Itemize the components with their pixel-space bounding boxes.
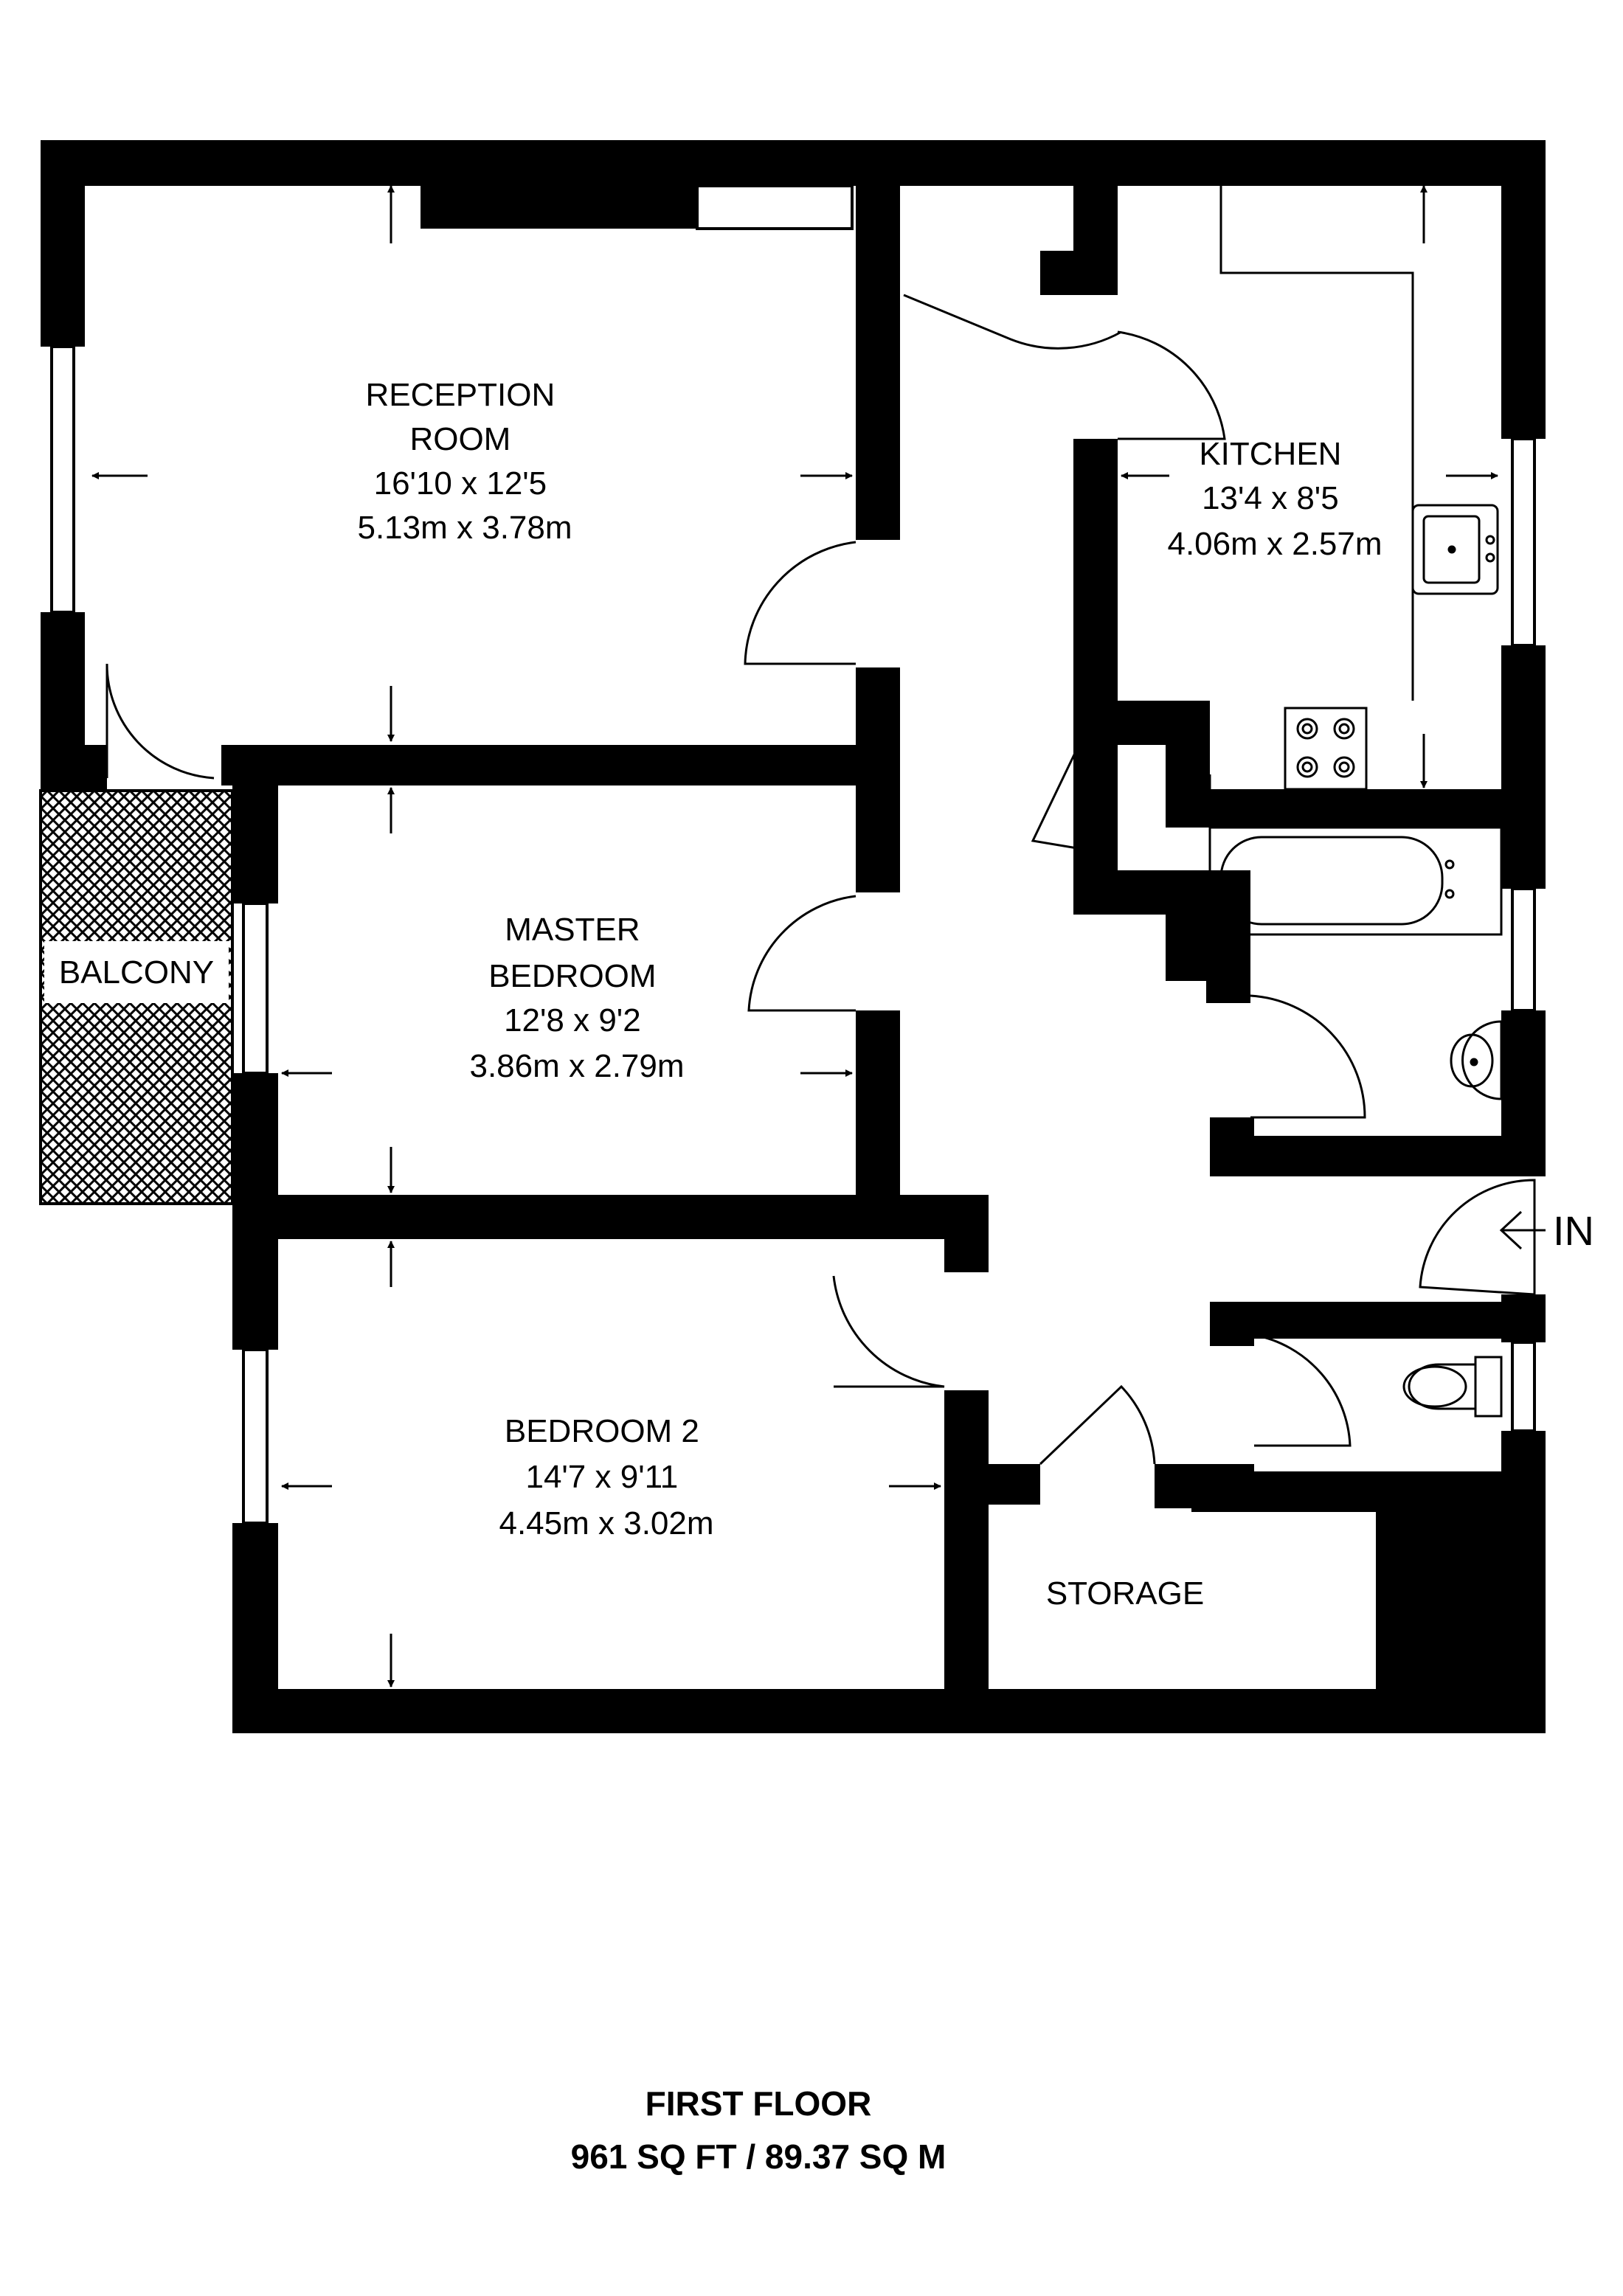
door-swing-icon <box>1250 994 1366 1119</box>
window-icon <box>696 184 854 230</box>
toilet-icon <box>1474 1356 1503 1418</box>
room-label-bedroom-2: BEDROOM 2 14'7 x 9'11 4.45m x 3.02m <box>499 1413 713 1541</box>
floor-name: FIRST FLOOR <box>646 2084 872 2123</box>
balcony: BALCONY <box>39 789 234 1205</box>
window-icon <box>242 1348 269 1525</box>
window-icon <box>1511 437 1536 647</box>
door-swing-icon <box>747 895 857 1012</box>
entrance-arrow-icon <box>1499 1210 1546 1250</box>
entrance-label: IN <box>1553 1207 1594 1254</box>
kitchen-sink-icon <box>1411 504 1499 595</box>
window-icon <box>1511 1341 1536 1432</box>
washbasin-icon <box>1461 1020 1503 1100</box>
room-label-kitchen: KITCHEN 13'4 x 8'5 4.06m x 2.57m <box>1167 436 1382 562</box>
bathroom-fixtures <box>1208 826 1503 1418</box>
floor-summary: FIRST FLOOR 961 SQ FT / 89.37 SQ M <box>571 2084 947 2176</box>
kitchen-units <box>1219 186 1499 791</box>
balcony-label: BALCONY <box>59 954 214 991</box>
door-swing-icon <box>1117 330 1226 440</box>
door-swing-icon <box>1419 1179 1536 1296</box>
door-swing-icon <box>744 541 857 665</box>
door-swing-icon <box>1031 748 1079 850</box>
bathtub-icon <box>1208 826 1503 936</box>
dimension-arrows <box>91 185 1498 1688</box>
hob-icon <box>1284 707 1368 791</box>
entrance-marker: IN <box>1499 1207 1594 1254</box>
window-icon <box>50 345 75 614</box>
doors <box>105 294 1536 1466</box>
door-swing-icon <box>903 294 1122 350</box>
room-labels: RECEPTION ROOM 16'10 x 12'5 5.13m x 3.78… <box>357 377 1382 1612</box>
door-swing-icon <box>1039 1384 1156 1466</box>
window-icon <box>1511 887 1536 1012</box>
walls <box>41 140 1546 1733</box>
room-label-master-bedroom: MASTER BEDROOM 12'8 x 9'2 3.86m x 2.79m <box>469 912 684 1084</box>
windows <box>50 184 1536 1525</box>
window-icon <box>242 902 269 1075</box>
room-label-reception: RECEPTION ROOM 16'10 x 12'5 5.13m x 3.78… <box>357 377 572 546</box>
floor-area: 961 SQ FT / 89.37 SQ M <box>571 2137 947 2176</box>
door-swing-icon <box>832 1275 945 1388</box>
door-swing-icon <box>1253 1333 1352 1447</box>
door-swing-icon <box>105 663 215 780</box>
room-label-storage: STORAGE <box>1046 1575 1204 1612</box>
